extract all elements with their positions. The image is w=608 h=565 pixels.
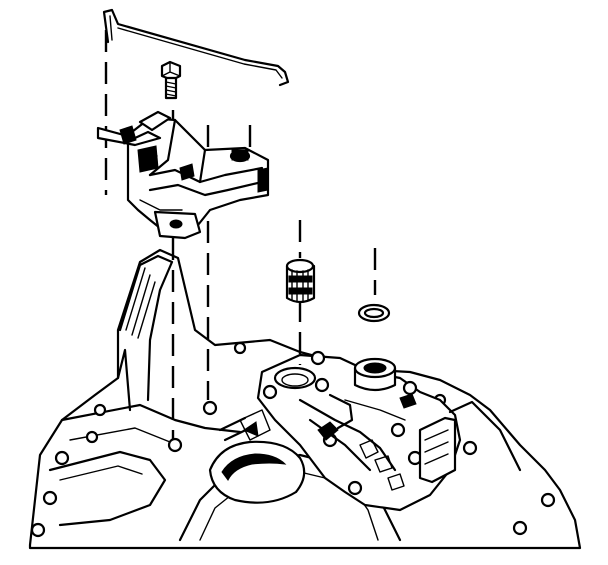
case-side-cover [418,400,522,484]
valve-body-housing [256,350,462,512]
linkage-rod [102,8,290,87]
spring-sleeve [285,258,316,304]
manual-valve-detent [208,409,306,504]
bolt [160,60,182,100]
o-ring [357,303,391,323]
bracket-assembly [96,110,270,240]
